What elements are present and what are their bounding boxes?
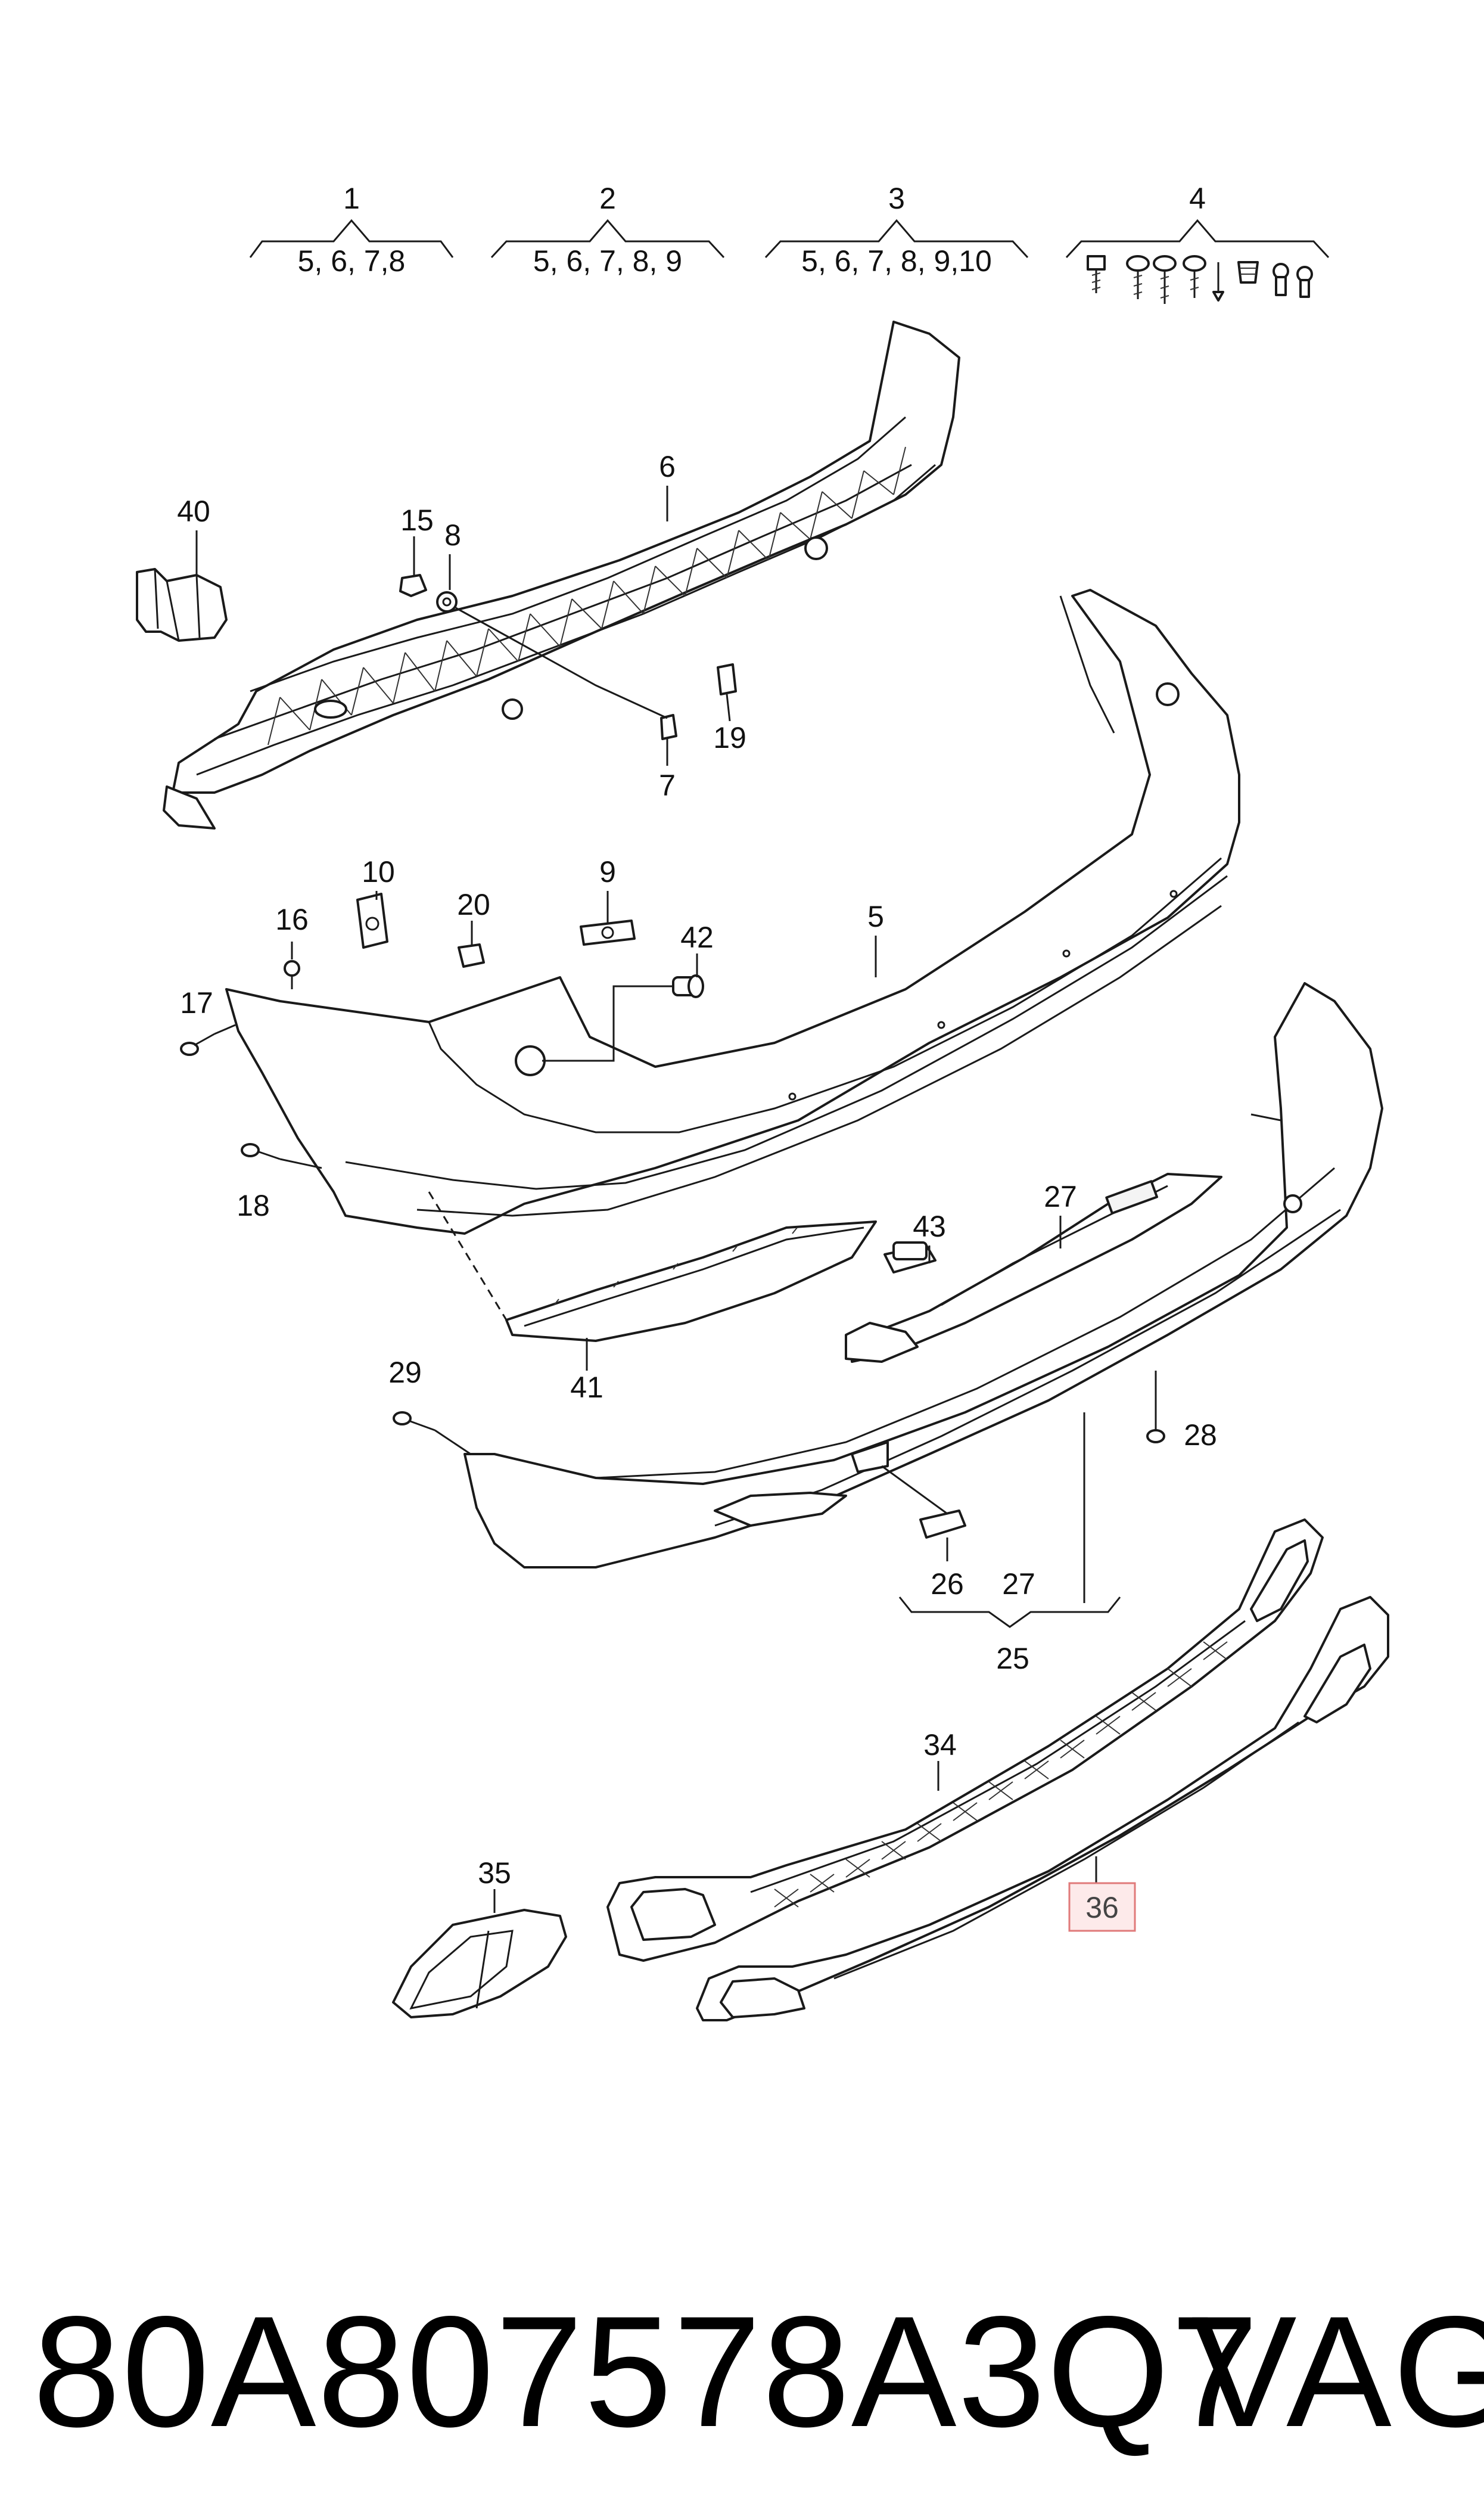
callouts: 6 40 15 8 19 7 10 9 20 16 42 5 17 18 27 … [177,450,1217,1932]
callout-15: 15 [400,504,434,537]
part-25-lower-bumper [463,982,1383,1568]
part-16-pin [284,960,300,989]
footer: 80A807578A3Q7 VAG [0,2282,1484,2461]
part-27-bracket-strip [845,1173,1222,1363]
part-5-bumper-cover [225,589,1240,1235]
callout-43: 43 [913,1210,946,1243]
part-19-clip [717,663,737,695]
callout-36: 36 [1085,1891,1119,1924]
group-3-parts: 5, 6, 7, 8, 9,10 [801,244,992,278]
part-6-bumper-carrier [163,321,960,830]
part-40-bracket [136,568,228,642]
callout-42: 42 [680,921,714,954]
callout-8: 8 [444,518,461,552]
part-10-clip [356,893,388,949]
callout-29: 29 [388,1356,422,1389]
group-3-number: 3 [888,182,905,215]
callout-19: 19 [713,721,746,754]
part-18-screw [241,1143,281,1160]
part-35-exhaust-tip [392,1909,567,2018]
group-2: 2 5, 6, 7, 8, 9 [490,182,725,278]
part-26-cap [919,1509,966,1539]
group-2-parts: 5, 6, 7, 8, 9 [533,244,682,278]
leader-lines [195,486,1157,1913]
part-34-exhaust-trim [606,1518,1324,1962]
callout-25: 25 [996,1642,1029,1675]
callout-40: 40 [177,495,210,528]
callout-18: 18 [237,1189,270,1222]
callout-28: 28 [1184,1418,1217,1452]
group-1-parts: 5, 6, 7,8 [298,244,406,278]
callout-34: 34 [923,1728,957,1762]
callout-26: 26 [931,1567,964,1601]
part-9-clip [580,920,636,946]
callout-7: 7 [659,769,676,802]
fasteners-icon [1087,255,1313,304]
group-1: 1 5, 6, 7,8 [249,182,454,278]
callout-10: 10 [362,855,395,889]
callout-17: 17 [180,986,213,1020]
group-2-number: 2 [599,182,616,215]
callout-41: 41 [570,1371,603,1404]
part-43-clip [883,1241,937,1274]
part-20-nut [458,943,485,968]
callout-20: 20 [457,888,490,921]
part-41-trim [505,1220,877,1342]
callout-35: 35 [478,1856,511,1890]
part-number: 80A807578A3Q7 [33,2284,1260,2460]
callout-5: 5 [867,900,884,933]
group-4-number: 4 [1189,182,1206,215]
part-8-washer [436,591,458,613]
part-29-screw [393,1411,435,1431]
part-28-screw [1146,1406,1165,1443]
part-15-nut [399,574,427,597]
brand: VAG [1191,2284,1484,2460]
callout-16: 16 [275,903,309,936]
part-36-exhaust-trim [696,1596,1389,2021]
callout-36-highlight: 36 [1068,1882,1136,1932]
group-3: 3 5, 6, 7, 8, 9,10 [764,182,1029,278]
callout-6: 6 [659,450,676,483]
callout-27: 27 [1044,1180,1077,1213]
part-7-clip [660,714,677,740]
callout-27-sub: 27 [1002,1567,1035,1601]
part-17-screw [180,1033,215,1056]
group-4: 4 [1065,182,1330,304]
group-1-number: 1 [343,182,360,215]
callout-9: 9 [599,855,616,889]
part-42-grommet [672,974,704,998]
